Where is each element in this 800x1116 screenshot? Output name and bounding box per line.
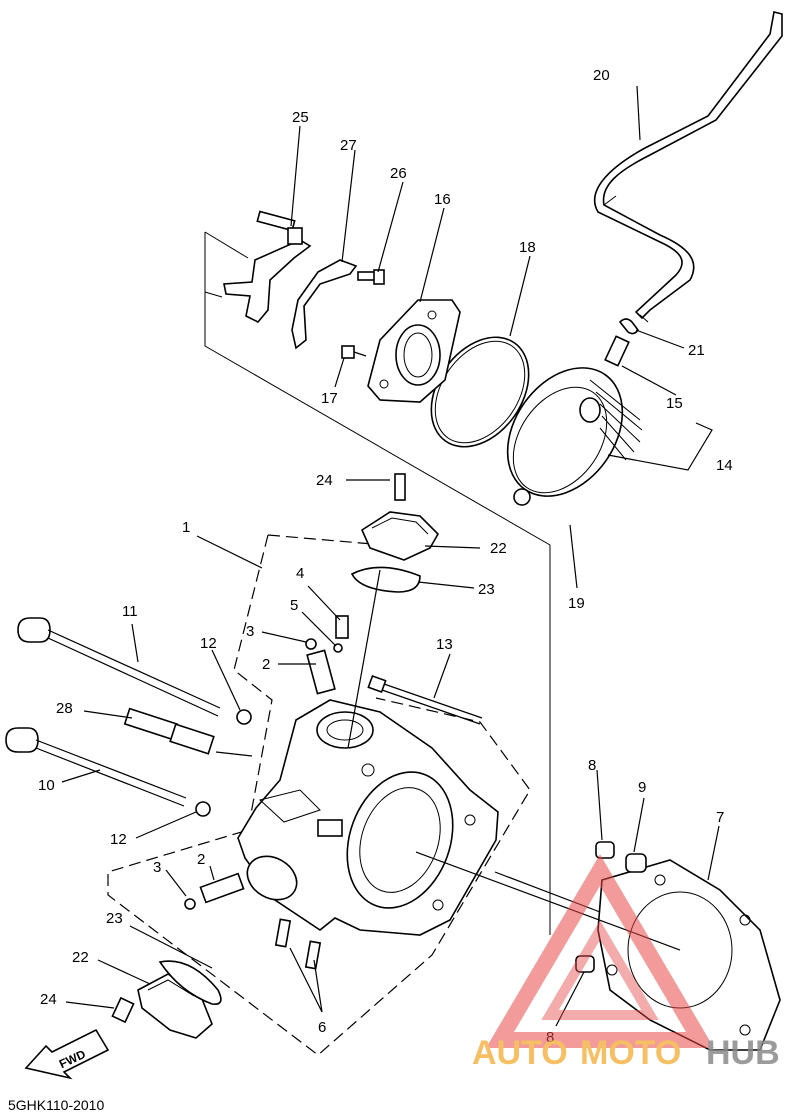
part-label-8-top: 8 [588, 757, 596, 774]
filter-gasket-lower [158, 960, 222, 1006]
part-label-3-top: 3 [246, 623, 254, 640]
o-ring-upper [305, 638, 317, 650]
forward-arrow-icon: FWD [24, 1028, 110, 1080]
part-label-12-bottom: 12 [110, 831, 127, 848]
bolt-13 [367, 674, 483, 725]
part-label-7: 7 [716, 809, 724, 826]
part-label-14: 14 [716, 457, 733, 474]
part-label-2-bottom: 2 [197, 851, 205, 868]
part-label-27: 27 [340, 137, 357, 154]
filter-cover-top [360, 473, 439, 561]
part-label-24-bottom: 24 [40, 991, 57, 1008]
part-label-6: 6 [318, 1019, 326, 1036]
cylinder-head [237, 699, 499, 936]
part-label-28: 28 [56, 700, 73, 717]
part-label-13: 13 [436, 636, 453, 653]
part-label-23-bottom: 23 [106, 910, 123, 927]
bolt-11 [17, 617, 221, 717]
head-assembly-outline [107, 534, 531, 1056]
bolt-17 [341, 345, 367, 359]
part-label-22-bottom: 22 [72, 949, 89, 966]
valve-guide-upper [306, 649, 336, 695]
valve-cover [506, 335, 643, 506]
washer-12-lower [195, 801, 211, 817]
part-label-26: 26 [390, 165, 407, 182]
bolt-4 [335, 615, 349, 639]
spark-plug [123, 707, 215, 755]
part-label-16: 16 [434, 191, 451, 208]
filter-gasket-top [350, 566, 421, 593]
cam-holder-25 [223, 210, 312, 323]
watermark-logo: AUTO MOTO HUB [472, 854, 780, 1072]
part-label-1: 1 [182, 519, 190, 536]
washer-12-upper [236, 709, 252, 725]
part-label-22-top: 22 [490, 540, 507, 557]
part-label-12-top: 12 [200, 635, 217, 652]
part-label-24-top: 24 [316, 472, 333, 489]
part-label-10: 10 [38, 777, 55, 794]
dowel-9 [625, 853, 647, 873]
part-label-23-top: 23 [478, 581, 495, 598]
cover-plate [367, 299, 461, 403]
part-label-25: 25 [292, 109, 309, 126]
dowel-8-upper [595, 841, 615, 859]
part-label-9: 9 [638, 779, 646, 796]
part-label-21: 21 [688, 342, 705, 359]
watermark-text-moto: MOTO [580, 1034, 681, 1072]
part-label-4: 4 [296, 565, 304, 582]
dowel-8-lower [575, 955, 595, 973]
part-label-20: 20 [593, 67, 610, 84]
part-number-labels: 20 25 27 26 16 18 21 17 15 14 24 1 22 4 … [38, 67, 733, 1046]
part-label-18: 18 [519, 239, 536, 256]
part-label-15: 15 [666, 395, 683, 412]
part-label-19: 19 [568, 595, 585, 612]
part-label-11: 11 [122, 603, 138, 620]
leader-lines [61, 85, 720, 1027]
stud-bolts [274, 918, 322, 970]
watermark-text-hub: HUB [706, 1034, 780, 1072]
hose-clip [618, 318, 639, 335]
part-label-3-bottom: 3 [153, 859, 161, 876]
breather-hose [593, 11, 783, 323]
part-label-17: 17 [321, 390, 338, 407]
part-label-5: 5 [290, 597, 298, 614]
watermark-text-auto: AUTO [472, 1034, 568, 1072]
bolt-24-lower [111, 996, 135, 1024]
drawing-code: 5GHK110-2010 [8, 1097, 104, 1113]
bolt-26 [357, 269, 385, 285]
bolt-10 [5, 727, 187, 807]
watermark-triangle-icon [486, 854, 714, 1048]
valve-guide-lower [199, 872, 245, 904]
cover-group-frame [204, 231, 551, 935]
o-ring-lower [184, 898, 196, 910]
part-label-2-top: 2 [262, 656, 270, 673]
cam-holder-27 [291, 259, 358, 350]
